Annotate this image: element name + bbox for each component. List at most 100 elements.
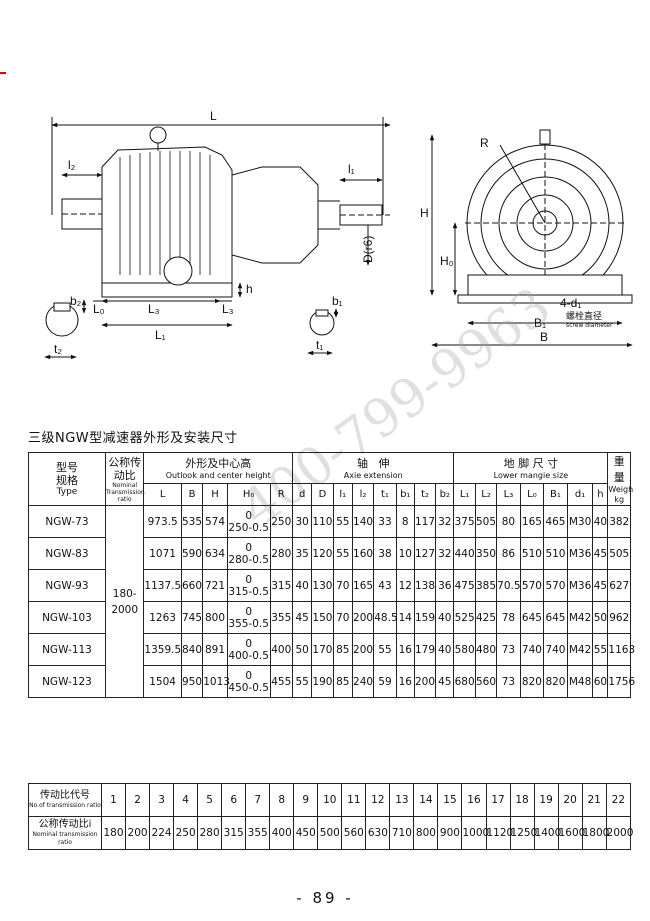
col-B1: B₁ (543, 483, 568, 506)
ratio-value-cell: 315 (221, 816, 247, 850)
cell-H0-lower: 280-0.5 (228, 553, 269, 566)
cell-d1: M48 (566, 665, 594, 698)
header-outline: 外形及中心高 Outlook and center height (143, 451, 294, 485)
cell-B1: 645 (543, 601, 568, 634)
ratio-value-cell: 400 (269, 816, 295, 850)
cell-R: 280 (269, 537, 294, 570)
cell-t2: 159 (413, 601, 437, 634)
cell-t2: 117 (413, 505, 437, 538)
header-model-en: Type (56, 487, 78, 497)
cell-d: 40 (292, 569, 313, 602)
cell-d: 50 (292, 633, 313, 666)
col-h: h (592, 483, 609, 506)
dim-B: B (540, 330, 548, 344)
cell-t2: 127 (413, 537, 437, 570)
col-l1: l₁ (332, 483, 353, 506)
col-L: L (143, 483, 182, 506)
ratio-value-cell: 1250 (509, 816, 537, 850)
header-axle: 轴 伸 Axie extension (292, 451, 455, 485)
col-H0: H₀ (226, 483, 271, 506)
cell-B1: 820 (543, 665, 568, 698)
cell-b2: 32 (435, 537, 455, 570)
header-weight-en: Weigh kg (608, 485, 634, 504)
dim-b1: b₁ (332, 294, 343, 308)
cell-L2: 425 (474, 601, 498, 634)
header-model: 型号 规格 Type (28, 452, 106, 506)
cell-L: 1137.5 (143, 569, 182, 602)
ratio-value-label: 公称传动比i Nominal transmission ratio (28, 816, 102, 850)
cell-L2: 560 (474, 665, 498, 698)
cell-L: 1359.5 (143, 633, 182, 666)
cell-b1: 8 (395, 505, 415, 538)
dim-h: h (246, 282, 253, 296)
col-B: B (180, 483, 204, 506)
ratio-code-cell: 10 (317, 783, 343, 817)
cell-weight: 627 (607, 569, 631, 602)
cell-t1: 33 (373, 505, 397, 538)
col-b2: b₂ (435, 483, 455, 506)
cell-type: NGW-123 (28, 665, 106, 698)
header-weight: 重量 Weigh kg (607, 452, 634, 506)
ratio-value-cell: 450 (293, 816, 319, 850)
cell-L: 1263 (143, 601, 182, 634)
header-outline-cn: 外形及中心高 (185, 457, 252, 471)
dim-l1: l₁ (348, 162, 355, 176)
ratio-value-cell: 1800 (581, 816, 609, 850)
cell-R: 400 (269, 633, 294, 666)
cell-B: 840 (180, 633, 204, 666)
cell-d1: M36 (566, 569, 594, 602)
ratio-code-cell: 3 (149, 783, 175, 817)
cell-h: 55 (592, 633, 609, 666)
cell-l2: 160 (351, 537, 375, 570)
col-t1: t₁ (373, 483, 397, 506)
cell-L1: 440 (453, 537, 476, 570)
cell-D: 150 (311, 601, 334, 634)
ratio-value-cell: 250 (173, 816, 199, 850)
ratio-value-cell: 200 (125, 816, 151, 850)
cell-H0-upper: 0 (245, 509, 252, 522)
ratio-value-cell: 2000 (605, 816, 633, 850)
cell-D: 120 (311, 537, 334, 570)
col-L3: L₃ (496, 483, 521, 506)
ratio-code-label-cn: 传动比代号 (40, 790, 90, 801)
cell-L: 973.5 (143, 505, 182, 538)
header-foot: 地 脚 尺 寸 Lower mangie size (453, 451, 609, 485)
cell-R: 315 (269, 569, 294, 602)
cell-L2: 505 (474, 505, 498, 538)
cell-d: 30 (292, 505, 313, 538)
cell-t1: 38 (373, 537, 397, 570)
dim-L1: L₁ (155, 328, 166, 342)
cell-L3: 78 (496, 601, 521, 634)
cell-R: 355 (269, 601, 294, 634)
cell-l2: 200 (351, 633, 375, 666)
ratio-code-cell: 4 (173, 783, 199, 817)
cell-d1: M30 (566, 505, 594, 538)
dim-b2: b₂ (70, 294, 82, 308)
cell-L0: 740 (519, 633, 545, 666)
cell-L0: 820 (519, 665, 545, 698)
cell-h: 60 (592, 665, 609, 698)
cell-B1: 570 (543, 569, 568, 602)
col-L2: L₂ (474, 483, 498, 506)
cell-type: NGW-103 (28, 601, 106, 634)
cell-type: NGW-73 (28, 505, 106, 538)
header-axle-cn: 轴 伸 (356, 457, 390, 471)
cell-H0-upper: 0 (245, 573, 252, 586)
ratio-code-label-en: No.of transmission ratio (29, 802, 101, 809)
header-foot-cn: 地 脚 尺 寸 (503, 457, 559, 471)
bolt-caption-en: screw diameter (566, 322, 613, 329)
cell-H0-upper: 0 (245, 669, 252, 682)
cell-t1: 48.5 (373, 601, 398, 634)
cell-L1: 525 (453, 601, 476, 634)
cell-L0: 510 (519, 537, 545, 570)
cell-b1: 16 (395, 633, 415, 666)
cell-L0: 570 (519, 569, 545, 602)
front-view (429, 129, 633, 348)
